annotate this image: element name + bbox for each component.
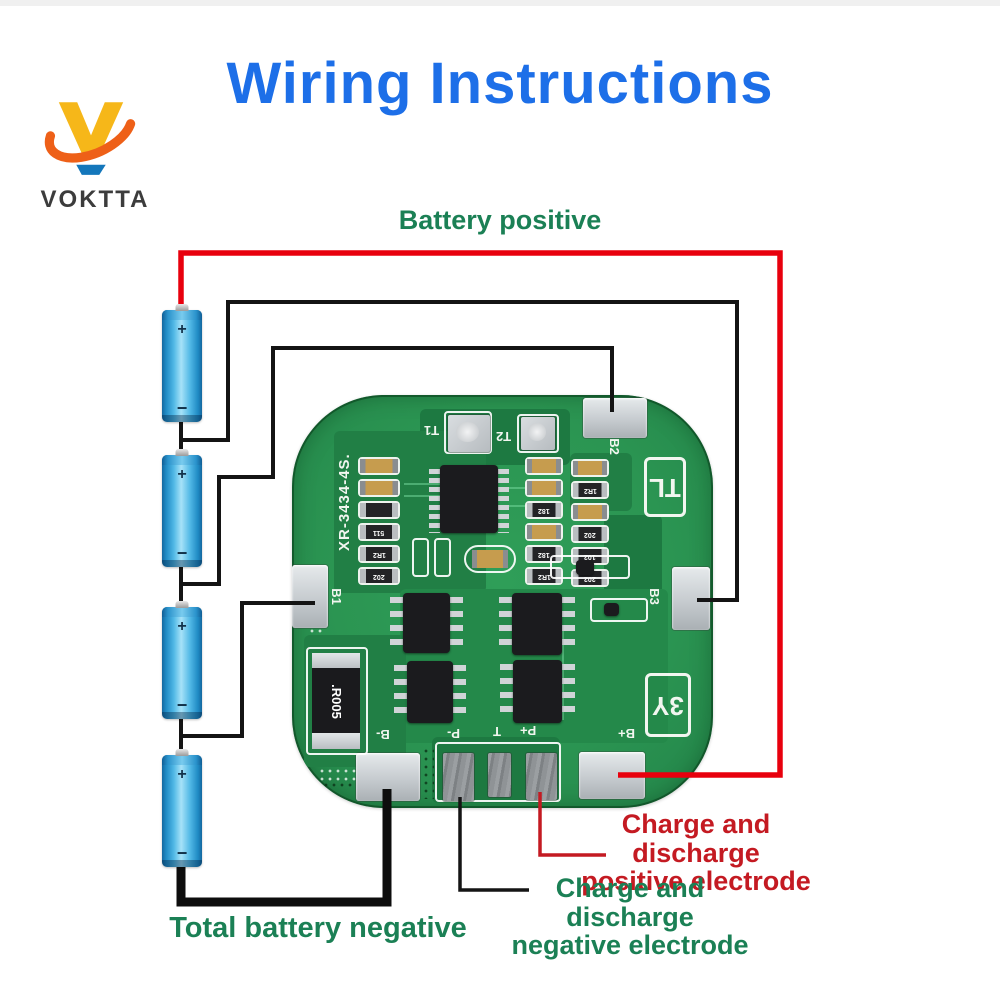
pcb-trace xyxy=(502,505,532,507)
voktta-logo xyxy=(44,102,136,175)
battery-positive-label: Battery positive xyxy=(398,205,602,235)
ic-pins-right xyxy=(498,469,509,533)
logo-v-shape xyxy=(58,102,124,156)
via-dots xyxy=(422,747,434,799)
mosfet-pins xyxy=(453,665,466,719)
smd-component: 182 xyxy=(525,501,563,519)
battery-cell-3: + − xyxy=(162,601,202,719)
pad-t2 xyxy=(521,417,555,450)
pad-b1 xyxy=(292,565,328,628)
smd-component xyxy=(358,457,400,475)
label-line: Charge and discharge xyxy=(621,809,771,868)
battery-plus-mark: + xyxy=(177,618,187,635)
tl-logo-box: TL xyxy=(644,457,686,517)
sense-wire-b1 xyxy=(179,601,315,738)
battery-terminal xyxy=(175,304,189,311)
pcb-trace xyxy=(502,487,532,489)
smd-component: 202 xyxy=(571,525,609,543)
brand-name: VOKTTA xyxy=(40,186,150,213)
negative-electrode-leader xyxy=(458,797,529,892)
battery-plus-mark: + xyxy=(177,321,187,338)
sense-wire-b3 xyxy=(179,300,739,602)
shunt-cap xyxy=(312,653,360,669)
pcb-trace xyxy=(404,483,442,485)
battery-minus-mark: − xyxy=(176,695,188,715)
battery-cell-2: + − xyxy=(162,449,202,567)
label-line: negative electrode xyxy=(511,930,749,961)
smd-component: 1R2 xyxy=(525,567,563,585)
smd-component xyxy=(358,501,400,519)
mosfet-pins xyxy=(390,597,403,651)
smd-component xyxy=(472,550,508,568)
label-line: positive electrode xyxy=(581,866,811,897)
shunt-cap xyxy=(312,733,360,749)
shunt-outline xyxy=(306,647,368,755)
smd-component: 1R2 xyxy=(358,545,400,563)
mosfet-pins xyxy=(394,665,407,719)
smd-component: 1R2 xyxy=(571,481,609,499)
battery-minus-mark: − xyxy=(176,843,188,863)
t2-pad-outline xyxy=(517,414,559,453)
battery-minus-mark: − xyxy=(176,543,188,563)
battery-cell-4: + − xyxy=(162,749,202,867)
pad-p-minus xyxy=(443,753,474,801)
total-battery-negative-label: Total battery negative xyxy=(169,912,467,944)
pcb-trace xyxy=(404,495,442,497)
battery-minus-mark: − xyxy=(176,398,188,418)
bms-circuit-board: T1 T2 B2 B3 B1 B- B+ P- T P+ TL 3Y XR-34… xyxy=(292,395,713,808)
smd-outline xyxy=(590,598,648,622)
sense-wire-b2 xyxy=(179,346,614,586)
ic-pins-left xyxy=(429,469,440,533)
mosfet-pins xyxy=(562,597,575,651)
positive-electrode-leader xyxy=(538,792,606,857)
t1-pad-outline xyxy=(444,411,492,454)
mosfet-pins xyxy=(500,664,513,718)
battery-terminal xyxy=(175,601,189,608)
smd-component: 511 xyxy=(358,523,400,541)
pad-t1 xyxy=(448,415,490,452)
top-edge-strip xyxy=(0,0,1000,6)
mosfet-2 xyxy=(512,593,562,655)
3y-logo-box: 3Y xyxy=(645,673,691,737)
protection-ic xyxy=(440,465,498,533)
smd-component xyxy=(571,459,609,477)
charge-discharge-positive-label: Charge and discharge positive electrode xyxy=(560,810,832,896)
page-title: Wiring Instructions xyxy=(226,51,774,116)
label-line: Charge and discharge xyxy=(555,873,705,932)
mosfet-1 xyxy=(403,593,450,653)
pad-b2 xyxy=(583,398,647,438)
smd-component xyxy=(358,479,400,497)
smd-component xyxy=(525,457,563,475)
battery-positive-wire xyxy=(178,250,783,778)
logo-blue-base xyxy=(76,164,106,175)
smd-component xyxy=(525,479,563,497)
battery-plus-mark: + xyxy=(177,466,187,483)
mosfet-pins xyxy=(450,597,463,651)
transistor xyxy=(576,560,594,575)
smd-outline xyxy=(412,538,429,577)
mosfet-4 xyxy=(513,660,562,723)
small-chip xyxy=(604,603,619,616)
smd-component: 202 xyxy=(358,567,400,585)
mosfet-pins xyxy=(562,664,575,718)
output-pads-outline xyxy=(435,742,561,802)
battery-terminal xyxy=(175,749,189,756)
transistor-outline xyxy=(550,555,630,579)
mosfet-3 xyxy=(407,661,453,723)
battery-plus-mark: + xyxy=(177,766,187,783)
battery-terminal xyxy=(175,449,189,456)
logo-swoosh xyxy=(44,119,136,163)
smd-component xyxy=(525,523,563,541)
charge-discharge-negative-label: Charge and discharge negative electrode xyxy=(494,874,766,960)
total-negative-wire xyxy=(176,789,392,907)
smd-component xyxy=(571,503,609,521)
center-component-outline xyxy=(464,545,516,573)
mosfet-pins xyxy=(499,597,512,651)
pad-t xyxy=(488,753,511,797)
smd-outline xyxy=(434,538,451,577)
shunt-resistor: .R005 xyxy=(312,668,360,734)
battery-cell-1: + − xyxy=(162,304,202,422)
